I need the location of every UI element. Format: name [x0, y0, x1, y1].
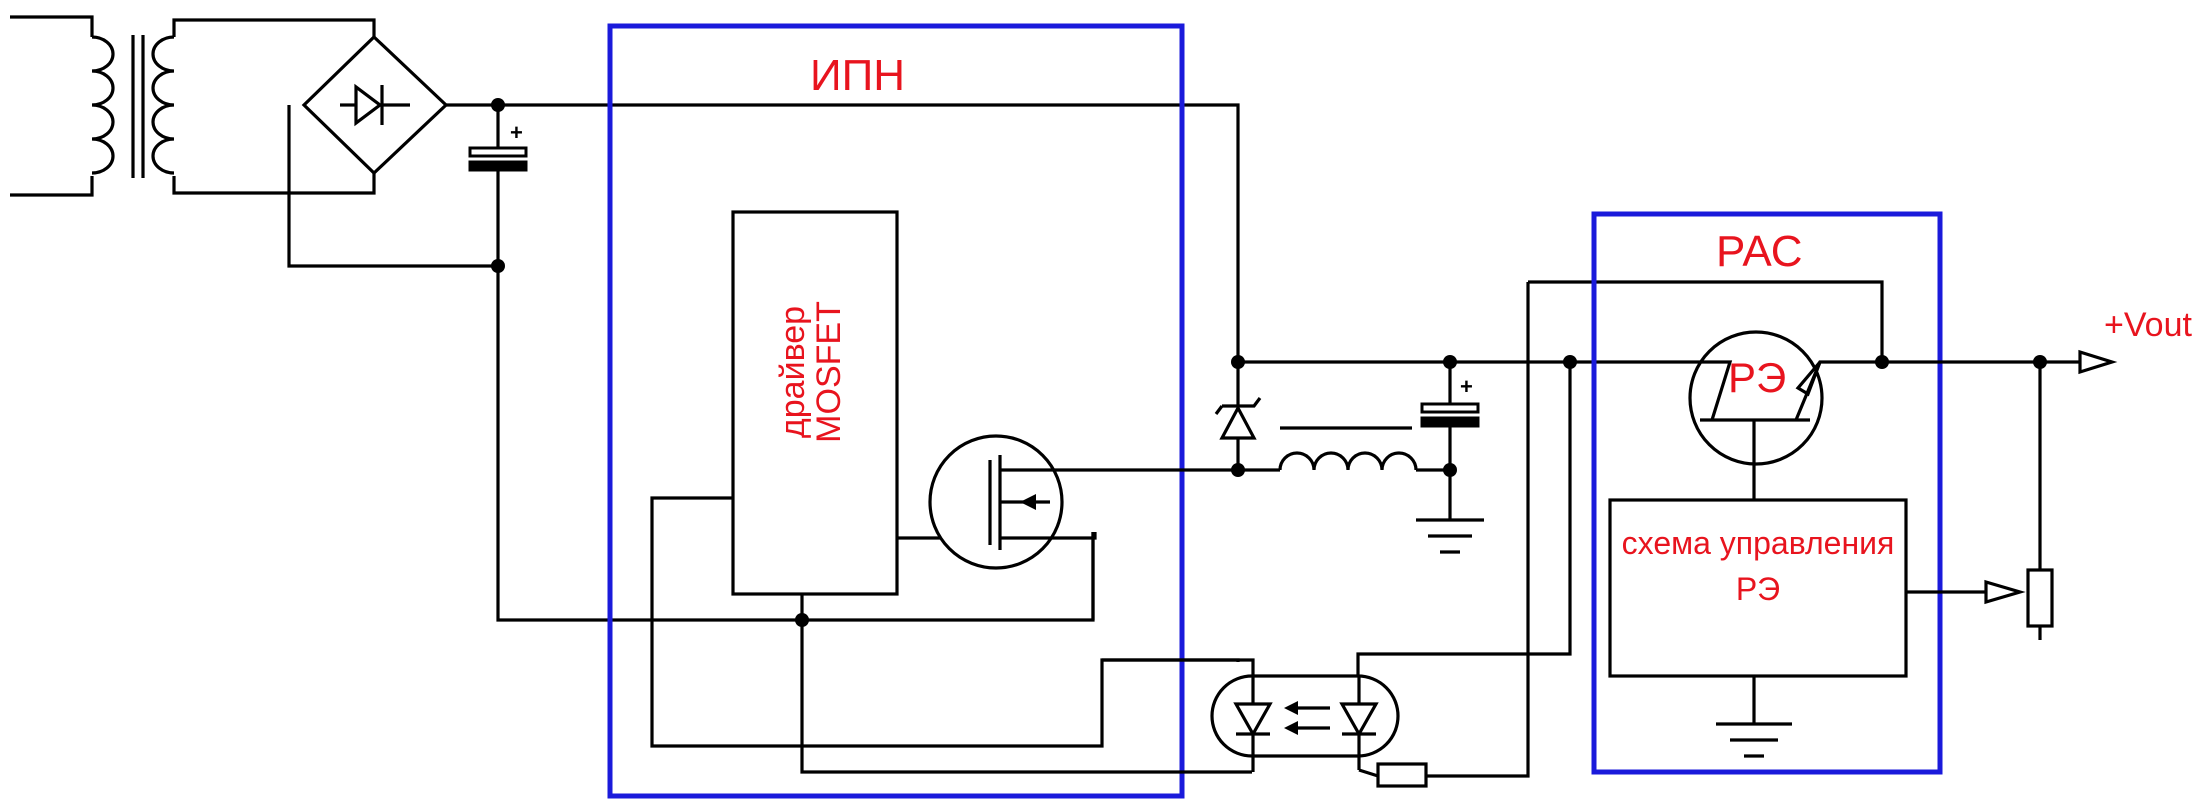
- ipn-block-title: ИПН: [810, 51, 905, 100]
- resistor-feedback: [1376, 762, 1428, 788]
- primary-top-lead: [10, 15, 94, 37]
- vout-label: +Vout: [2104, 306, 2192, 344]
- pac-block-title: РАС: [1716, 227, 1803, 276]
- wire-optocoupler-out: [1102, 658, 1255, 676]
- inductor-icon: [1278, 451, 1418, 471]
- wire-feedback-top: [1528, 280, 1884, 362]
- mosfet-driver-box: [731, 210, 899, 596]
- wire-bridge-minus: [287, 105, 498, 268]
- output-arrow-icon: [2078, 349, 2118, 375]
- optocoupler: [1210, 674, 1400, 770]
- output-capacitor-plus: +: [1460, 374, 1473, 399]
- output-capacitor: +: [1420, 362, 1480, 520]
- re-label: РЭ: [1728, 354, 1786, 401]
- mosfet-driver-label-line1: драйвер: [774, 306, 812, 438]
- control-circuit-box: [1608, 498, 1908, 678]
- secondary-top-lead: [172, 18, 376, 37]
- input-capacitor-plus: +: [510, 120, 523, 145]
- junction-dot: [491, 98, 505, 112]
- pac-ground-icon: [1716, 676, 1792, 758]
- wire-driver-gnd: [800, 594, 1252, 774]
- divider-resistor: [2026, 568, 2054, 628]
- pac-block-border: [1591, 211, 1943, 775]
- junction-dot: [1443, 463, 1457, 477]
- ipn-block-border: [607, 23, 1185, 799]
- transformer: [10, 15, 376, 197]
- secondary-winding: [151, 35, 175, 175]
- junction-dot: [1875, 355, 1889, 369]
- junction-dot: [2033, 355, 2047, 369]
- transistor-icon: [1664, 330, 1882, 466]
- junction-dot: [1231, 463, 1245, 477]
- junction-dot: [1563, 355, 1577, 369]
- wire-feedback-left: [1426, 282, 1530, 778]
- control-circuit-label-line2: РЭ: [1736, 571, 1780, 607]
- mosfet-driver-label-line2: MOSFET: [810, 301, 848, 443]
- bridge-diode-icon: [354, 83, 383, 127]
- control-circuit-label-line1: схема управления: [1622, 525, 1895, 561]
- mosfet-icon: [928, 434, 1097, 570]
- junction-dot: [491, 259, 505, 273]
- junction-dot: [1443, 355, 1457, 369]
- input-capacitor: +: [468, 120, 528, 172]
- ground-icon: [1416, 518, 1484, 554]
- secondary-bottom-lead: [172, 173, 376, 195]
- wire-dc-bus-top: [446, 103, 1240, 362]
- bridge-rectifier: [301, 34, 449, 176]
- junction-dot: [795, 613, 809, 627]
- junction-dot: [1231, 355, 1245, 369]
- primary-winding: [91, 35, 115, 175]
- divider-arrow-icon: [1984, 579, 2026, 605]
- primary-bottom-lead: [10, 176, 94, 197]
